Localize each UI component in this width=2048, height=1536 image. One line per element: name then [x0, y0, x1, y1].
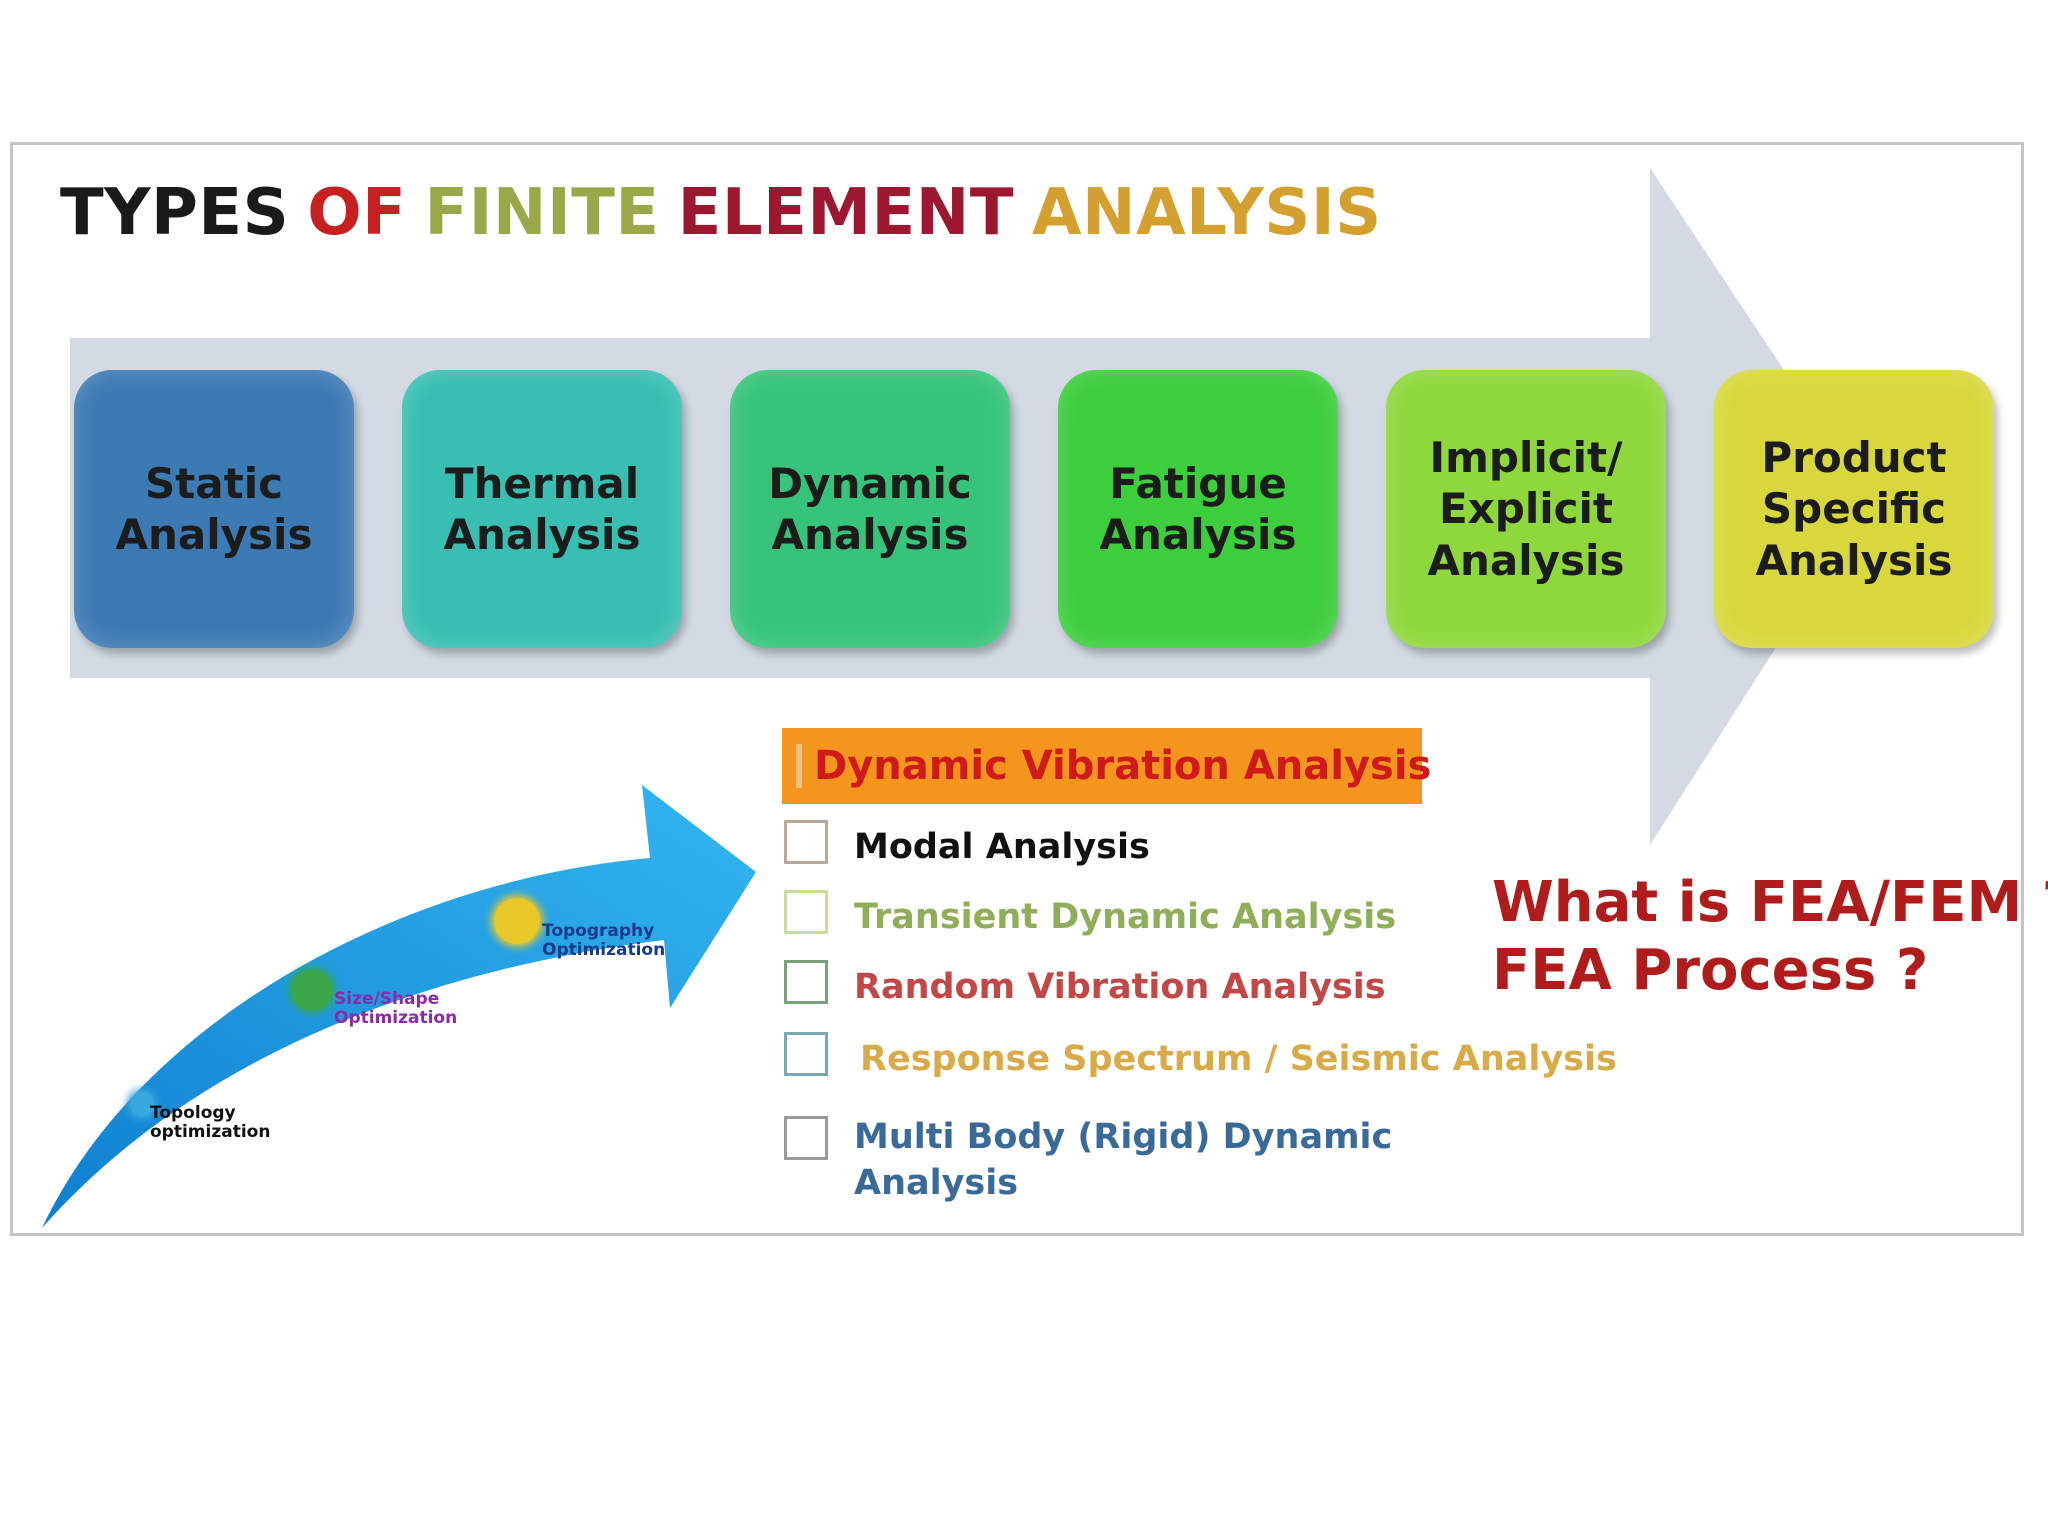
checkbox-random-vibration — [784, 960, 828, 1004]
topology-dot-icon — [130, 1092, 154, 1116]
label-topography-optimization: Topography Optimization — [542, 921, 666, 960]
size-shape-dot-icon — [292, 970, 332, 1010]
checkbox-modal — [784, 820, 828, 864]
box-thermal-analysis: Thermal Analysis — [402, 370, 682, 648]
item-transient-dynamic: Transient Dynamic Analysis — [854, 897, 1397, 937]
title-word-element: ELEMENT — [677, 176, 1014, 250]
box-static-analysis: Static Analysis — [74, 370, 354, 648]
title-word-types: TYPES — [60, 176, 290, 250]
box-fatigue-analysis: Fatigue Analysis — [1058, 370, 1338, 648]
dynamic-vibration-label: Dynamic Vibration Analysis — [814, 743, 1432, 789]
box-product-specific-analysis: Product Specific Analysis — [1714, 370, 1994, 648]
label-topology-optimization: Topology optimization — [150, 1103, 271, 1142]
item-random-vibration: Random Vibration Analysis — [854, 967, 1386, 1007]
label-size-shape-optimization: Size/Shape Optimization — [334, 989, 458, 1028]
box-implicit-explicit-analysis: Implicit/ Explicit Analysis — [1386, 370, 1666, 648]
item-modal-analysis: Modal Analysis — [854, 827, 1150, 867]
item-response-spectrum: Response Spectrum / Seismic Analysis — [860, 1039, 1617, 1079]
question-what-is-fea: What is FEA/FEM ? — [1492, 870, 2048, 935]
topography-dot-icon — [494, 898, 540, 944]
question-fea-process: FEA Process ? — [1492, 938, 1929, 1003]
optimization-arrow — [42, 785, 756, 1228]
checkbox-multi-body — [784, 1116, 828, 1160]
title-word-analysis: ANALYSIS — [1031, 176, 1382, 250]
checkbox-dynamic-vibration — [796, 744, 802, 788]
title-word-of: OF — [307, 176, 407, 250]
checkbox-response-spectrum — [784, 1032, 828, 1076]
item-multi-body: Multi Body (Rigid) Dynamic Analysis — [854, 1117, 1393, 1203]
box-dynamic-analysis: Dynamic Analysis — [730, 370, 1010, 648]
dynamic-vibration-heading: Dynamic Vibration Analysis — [782, 728, 1431, 804]
checkbox-transient — [784, 890, 828, 934]
title-word-finite: FINITE — [424, 176, 660, 250]
